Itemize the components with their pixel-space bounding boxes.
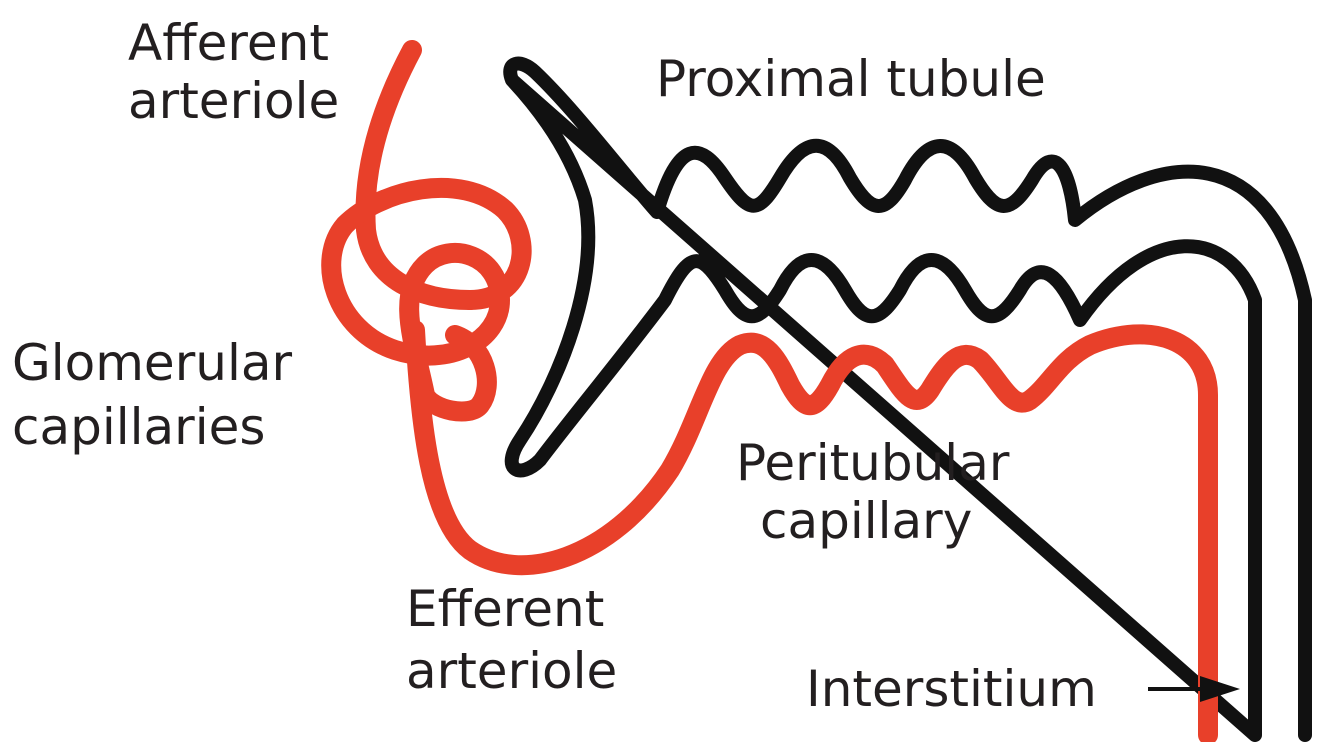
efferent-arteriole-label-line-1: Efferent (406, 580, 604, 638)
efferent-arteriole-label-line-2: arteriole (406, 642, 617, 700)
glomerular-capillaries-label-line-1: Glomerular (12, 334, 292, 392)
afferent-arteriole-label-line-2: arteriole (128, 72, 339, 130)
glomerular-capillaries-label: Glomerular capillaries (12, 334, 308, 456)
interstitium-label: Interstitium (806, 660, 1097, 718)
peritubular-capillary-label-line-1: Peritubular (736, 434, 1010, 492)
efferent-arteriole-label: Efferent arteriole (406, 580, 620, 700)
proximal-tubule-label: Proximal tubule (656, 50, 1046, 108)
afferent-arteriole-label: Afferent arteriole (128, 14, 345, 130)
glomerular-capillaries-label-line-2: capillaries (12, 398, 265, 456)
peritubular-capillary-label-line-2: capillary (760, 492, 972, 550)
afferent-arteriole-label-line-1: Afferent (128, 14, 329, 72)
